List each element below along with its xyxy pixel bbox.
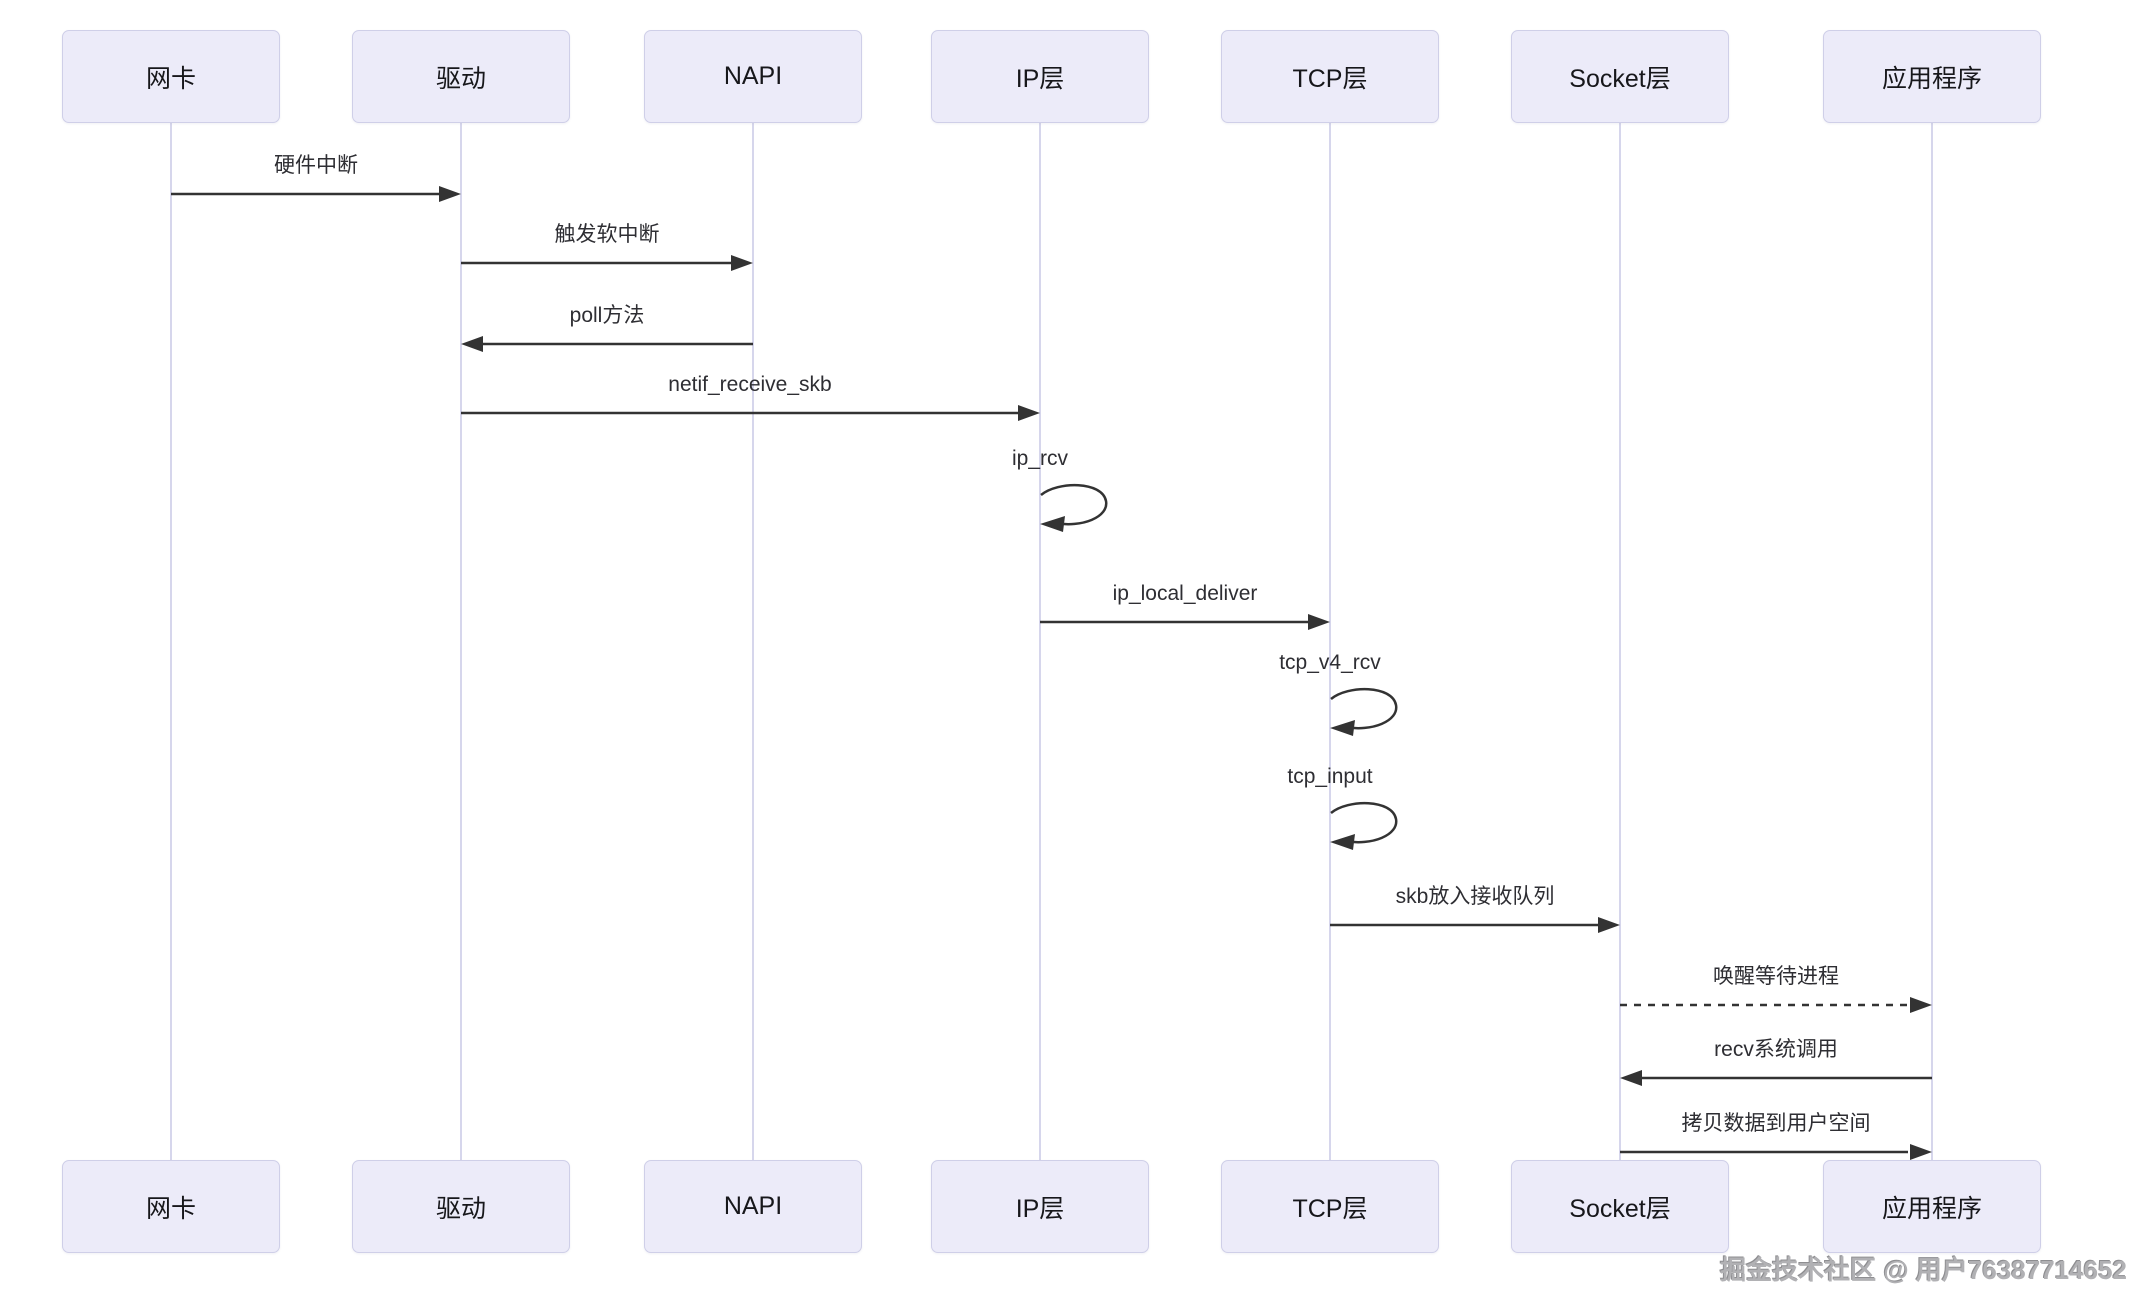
message-7-label: tcp_v4_rcv <box>1279 651 1381 674</box>
actor-bottom-socket: Socket层 <box>1511 1160 1729 1253</box>
message-3-label: poll方法 <box>569 304 645 327</box>
message-2-label: 触发软中断 <box>554 223 660 246</box>
message-4-arrow <box>461 405 1040 421</box>
actor-bottom-ip: IP层 <box>931 1160 1149 1253</box>
message-10-arrow-dashed <box>1620 997 1932 1013</box>
message-4-label: netif_receive_skb <box>668 373 832 396</box>
message-3-arrow <box>461 336 753 352</box>
message-9-arrow <box>1330 917 1620 933</box>
watermark: 掘金技术社区 @ 用户76387714652 <box>1720 1255 2127 1285</box>
actor-bottom-tcp: TCP层 <box>1221 1160 1439 1253</box>
message-2-arrow <box>461 255 753 271</box>
message-12-label: 拷贝数据到用户空间 <box>1681 1112 1871 1135</box>
message-5-self-loop <box>1040 484 1108 532</box>
message-8-self-loop <box>1330 802 1398 850</box>
actor-top-tcp: TCP层 <box>1221 30 1439 123</box>
message-10-label: 唤醒等待进程 <box>1713 965 1839 988</box>
message-6-arrow <box>1040 614 1330 630</box>
message-11-arrow <box>1620 1070 1932 1086</box>
message-8-label: tcp_input <box>1287 765 1373 788</box>
actor-bottom-app: 应用程序 <box>1823 1160 2041 1253</box>
message-9-label: skb放入接收队列 <box>1395 885 1555 908</box>
message-7-self-loop <box>1330 688 1398 736</box>
message-11-label: recv系统调用 <box>1714 1038 1838 1061</box>
message-6-label: ip_local_deliver <box>1112 582 1258 605</box>
actor-bottom-driver: 驱动 <box>352 1160 570 1253</box>
actor-top-socket: Socket层 <box>1511 30 1729 123</box>
actor-bottom-nic: 网卡 <box>62 1160 280 1253</box>
actor-top-nic: 网卡 <box>62 30 280 123</box>
message-1-label: 硬件中断 <box>274 154 358 177</box>
message-12-arrow <box>1620 1144 1932 1160</box>
actor-top-ip: IP层 <box>931 30 1149 123</box>
actor-bottom-napi: NAPI <box>644 1160 862 1253</box>
message-1-arrow <box>171 186 461 202</box>
message-5-label: ip_rcv <box>1011 447 1069 470</box>
actor-top-driver: 驱动 <box>352 30 570 123</box>
actor-top-app: 应用程序 <box>1823 30 2041 123</box>
actor-top-napi: NAPI <box>644 30 862 123</box>
